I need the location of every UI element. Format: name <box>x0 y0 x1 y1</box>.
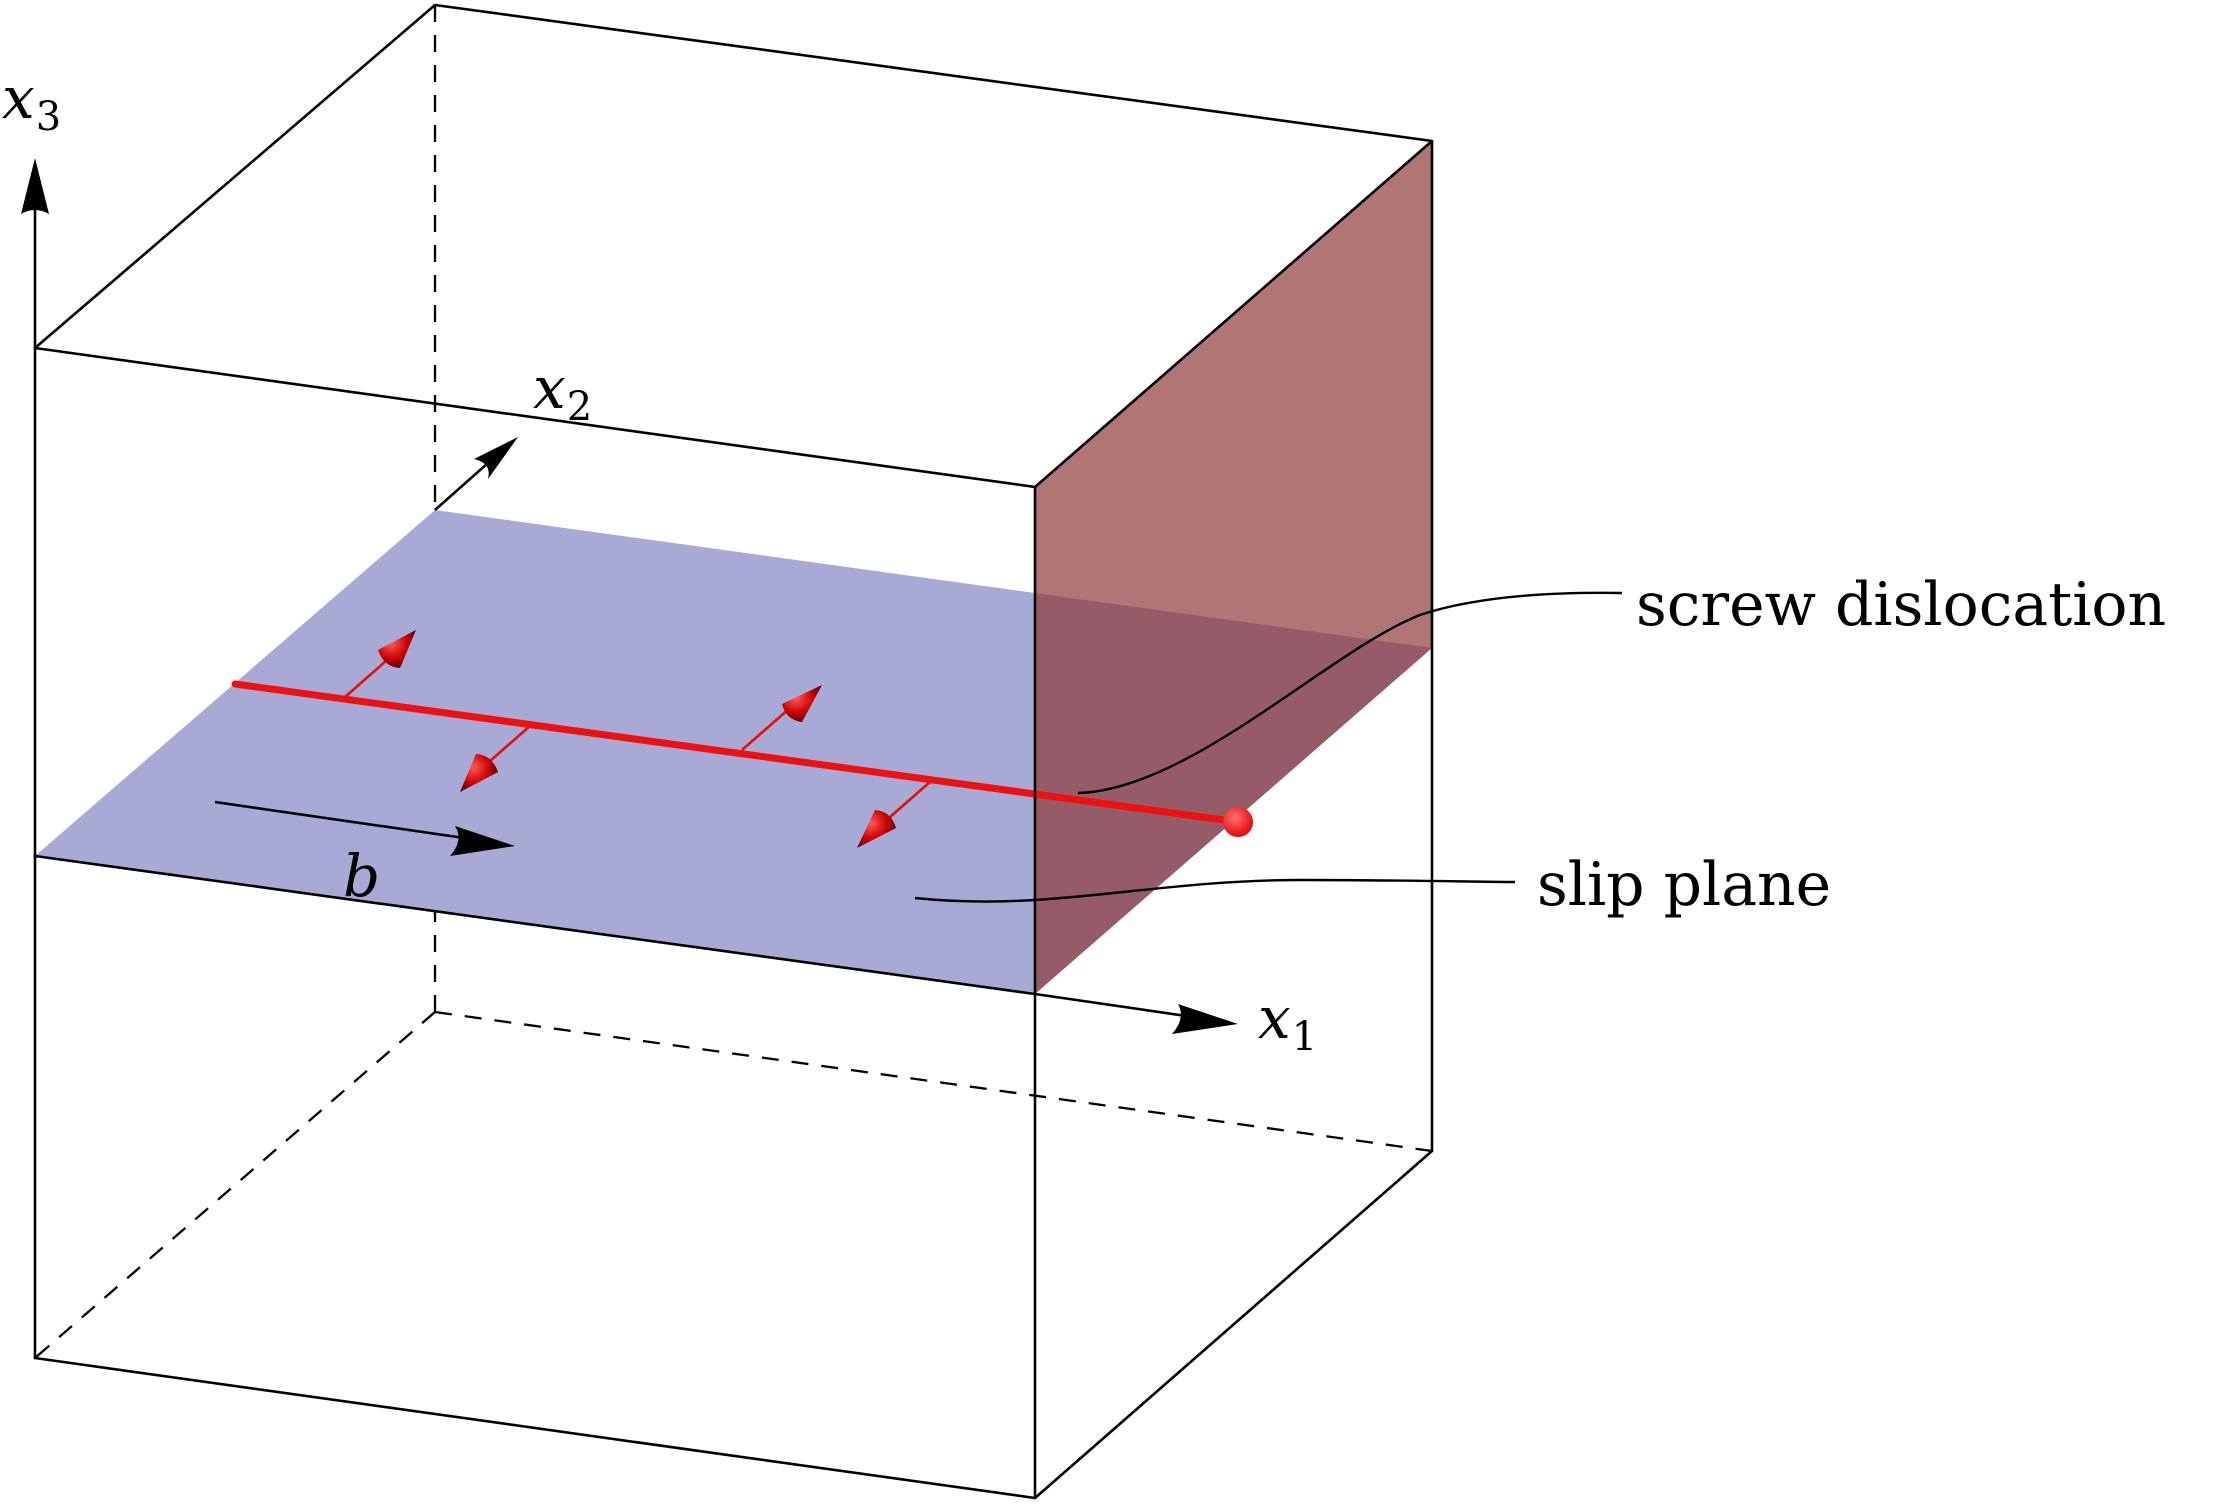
x3-axis-label: x3 <box>2 64 61 140</box>
slip-plane-leader <box>914 878 1516 903</box>
burgers-vector <box>214 800 515 856</box>
displacement-arrow <box>460 725 531 792</box>
box-edge-bottom-front <box>33 1356 1037 1500</box>
box-edges <box>33 3 1434 1500</box>
cut-face <box>1035 141 1432 994</box>
screw-dislocation-leader <box>1077 591 1623 795</box>
x3-axis <box>21 158 49 348</box>
burgers-vector-label: b <box>343 842 380 910</box>
box-edge-bottom-right <box>1033 1149 1434 1500</box>
x1-axis-arrowhead <box>1172 1004 1238 1034</box>
dislocation-line <box>231 680 1253 837</box>
screw-dislocation-label: screw dislocation <box>1636 570 2166 640</box>
x3-axis-arrowhead <box>21 158 49 214</box>
displacement-arrows <box>344 630 931 848</box>
x2-axis-arrowhead <box>474 437 518 479</box>
slip-plane-label: slip plane <box>1537 850 1831 920</box>
x1-axis-label: x1 <box>1258 984 1317 1060</box>
displacement-arrow <box>857 781 931 848</box>
burgers-vector-arrowhead <box>450 826 515 856</box>
displacement-arrow <box>344 630 416 698</box>
x1-axis <box>1034 992 1238 1034</box>
displacement-arrow <box>741 685 822 751</box>
dislocation-line-segment <box>231 680 1242 826</box>
x2-axis <box>434 437 518 511</box>
x2-axis-label: x2 <box>533 354 592 430</box>
burgers-vector-line <box>214 800 479 842</box>
hidden-edge-left-bottom <box>34 1011 436 1359</box>
x1-axis-line <box>1034 992 1201 1020</box>
slip-plane-front-edge <box>33 854 1037 996</box>
dislocation-line-endpoint <box>1223 807 1253 837</box>
